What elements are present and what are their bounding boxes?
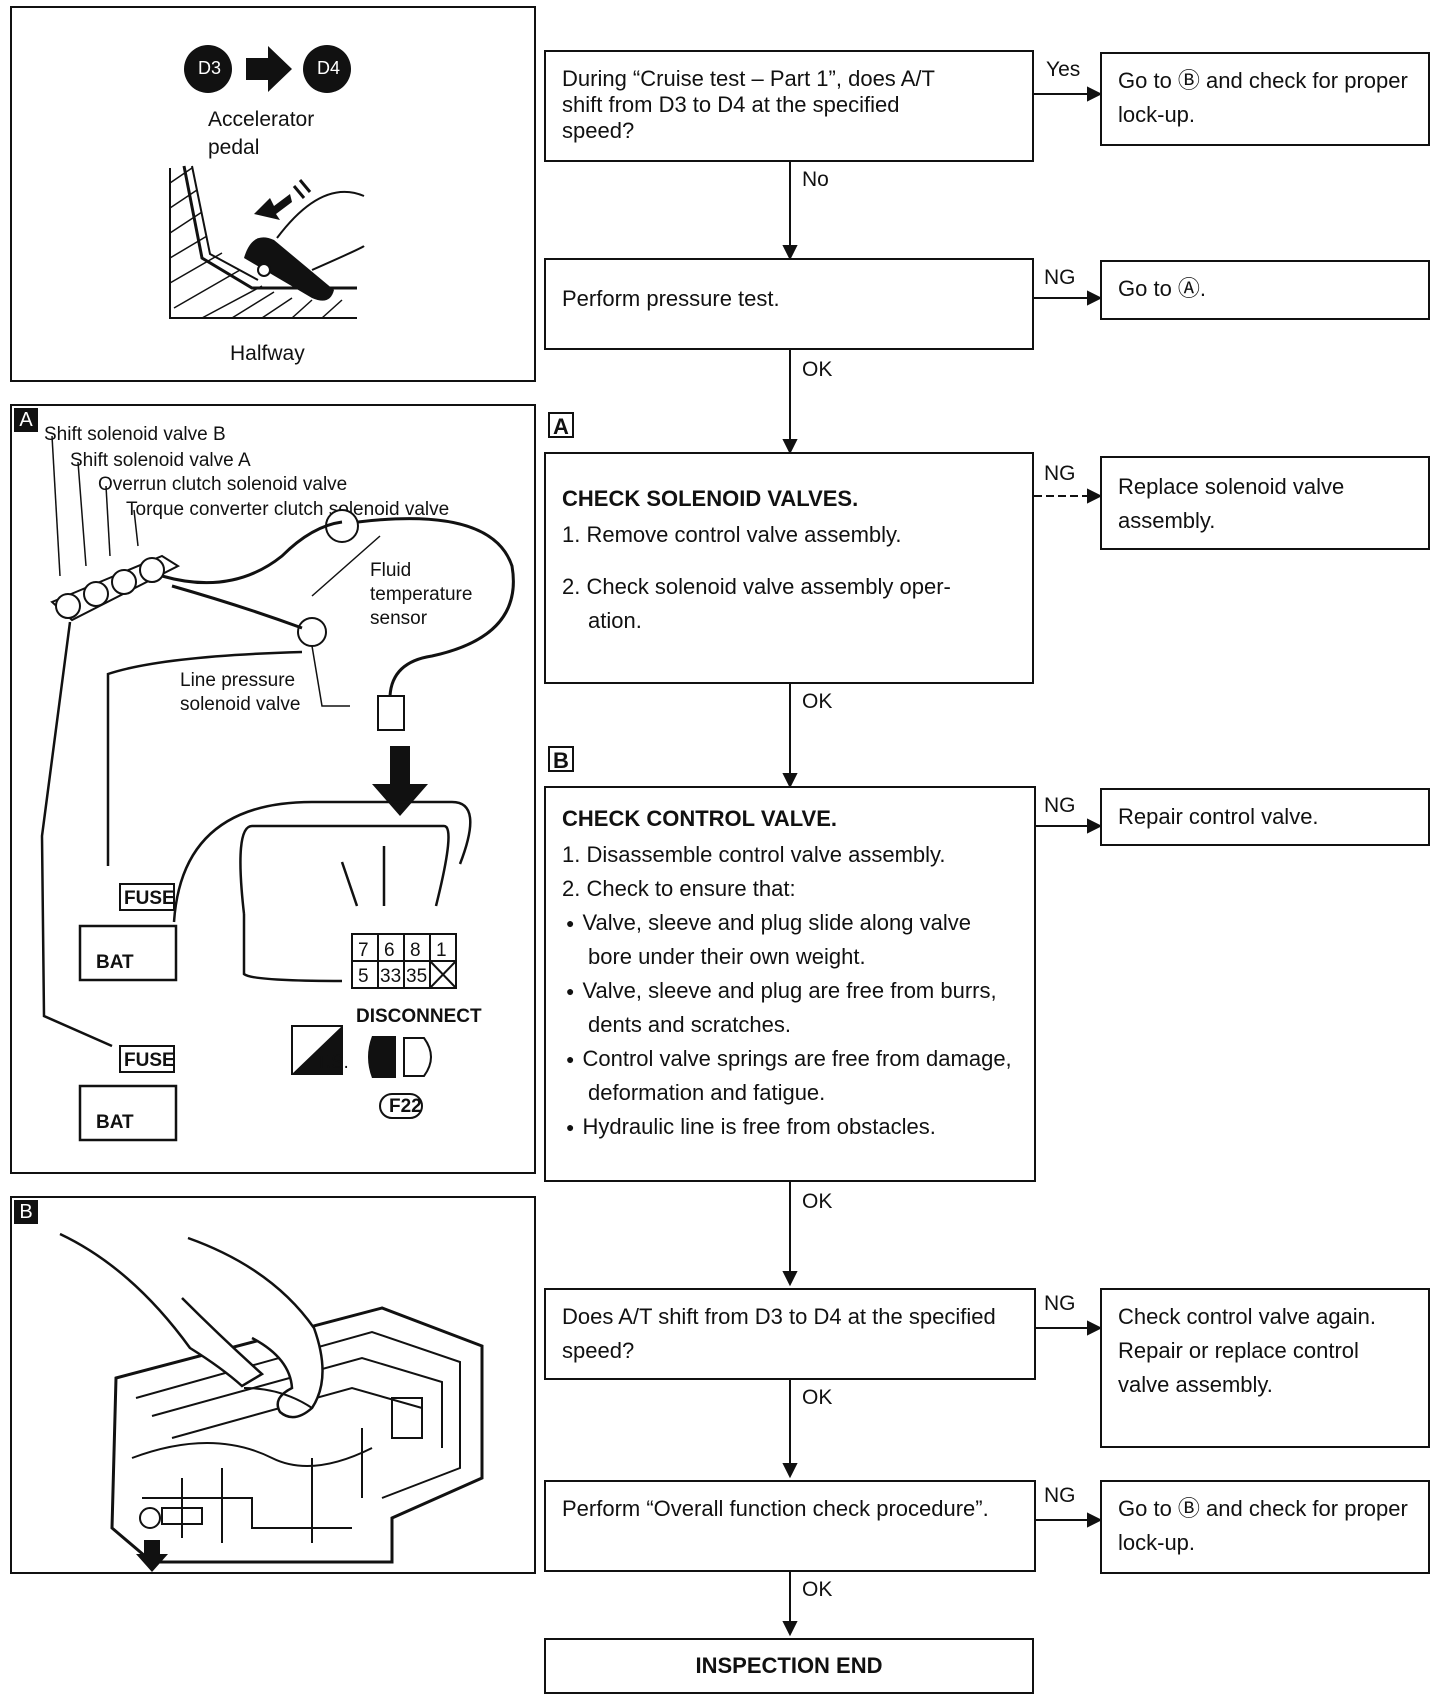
fluid-sensor-label-2: temperature	[370, 584, 473, 605]
step2-result-box: Go to Ⓐ.	[1100, 260, 1430, 320]
section-a-box: CHECK SOLENOID VALVES. 1. Remove control…	[544, 452, 1034, 684]
ts-label: T.S.	[316, 1052, 349, 1073]
step2-result-text: Go to Ⓐ.	[1118, 276, 1207, 301]
section-a-title: CHECK SOLENOID VALVES.	[562, 486, 859, 511]
fluid-sensor-label-3: sensor	[370, 608, 428, 629]
step6-ng-label: NG	[1044, 1484, 1076, 1507]
step1-no-label: No	[802, 168, 829, 191]
shift-solenoid-b-label: Shift solenoid valve B	[44, 424, 226, 445]
section-b-box: CHECK CONTROL VALVE. 1. Disassemble cont…	[544, 786, 1036, 1182]
step5-result-line-1: Check control valve again.	[1118, 1304, 1377, 1329]
step1-line-2: shift from D3 to D4 at the specified	[562, 92, 900, 117]
disconnect-label: DISCONNECT	[356, 1006, 482, 1027]
section-a-result-text: Replace solenoid valve assembly.	[1118, 474, 1345, 533]
section-b-result-box: Repair control valve.	[1100, 788, 1430, 846]
solenoid-figure: A Shift solenoid valve B Shift solenoid …	[10, 404, 536, 1174]
section-tag-b: B	[548, 746, 574, 773]
step2-box: Perform pressure test.	[544, 258, 1034, 350]
step5-result-line-2: Repair or replace control valve assembly…	[1118, 1338, 1359, 1397]
step5-ok-label: OK	[802, 1386, 833, 1409]
figure-tag-b: B	[14, 1200, 38, 1224]
section-tag-a: A	[548, 412, 574, 439]
pedal-label: pedal	[208, 136, 260, 159]
control-valve-illustration	[59, 1232, 484, 1572]
section-b-item-2: 2. Check to ensure that:	[562, 876, 796, 901]
step5-box: Does A/T shift from D3 to D4 at the spec…	[544, 1288, 1036, 1380]
section-b-ok-label: OK	[802, 1190, 833, 1213]
section-a-ok-label: OK	[802, 690, 833, 713]
step6-box: Perform “Overall function check procedur…	[544, 1480, 1036, 1572]
step1-box: During “Cruise test – Part 1”, does A/T …	[544, 50, 1034, 162]
conn-pin-33: 33	[380, 966, 401, 987]
section-b-result-text: Repair control valve.	[1118, 804, 1319, 829]
inspection-end-box: INSPECTION END	[544, 1638, 1034, 1694]
section-a-item-2b: ation.	[588, 608, 642, 633]
figure-tag-a: A	[14, 408, 38, 432]
conn-pin-6: 6	[384, 940, 395, 961]
fuse-label-2: FUSE	[124, 1050, 175, 1071]
d3-label: D3	[198, 58, 222, 78]
d4-label: D4	[317, 58, 341, 78]
step1-yes-label: Yes	[1046, 58, 1081, 81]
step2-ok-label: OK	[802, 358, 833, 381]
conn-pin-5: 5	[358, 966, 369, 987]
fluid-sensor-label-1: Fluid	[370, 560, 412, 581]
pedal-figure: D3 D4 Accelerator pedal Halfway	[10, 6, 536, 382]
step1-result-text: Go to Ⓑ and check for proper lock-up.	[1118, 68, 1408, 127]
halfway-label: Halfway	[230, 342, 305, 365]
step5-ng-label: NG	[1044, 1292, 1076, 1315]
section-b-bullet: Hydraulic line is free from obstacles.	[562, 1110, 1018, 1144]
conn-pin-7: 7	[358, 940, 369, 961]
step1-result-box: Go to Ⓑ and check for proper lock-up.	[1100, 52, 1430, 146]
line-pressure-label-2: solenoid valve	[180, 694, 301, 715]
step2-ng-label: NG	[1044, 266, 1076, 289]
wiring-diagram: FUSE BAT FUSE BAT 7 6 8 1 5 33 35 T.S. D…	[40, 435, 515, 1142]
section-b-bullet: Control valve springs are free from dama…	[562, 1042, 1018, 1110]
conn-pin-1: 1	[436, 940, 447, 961]
section-a-item-1: 1. Remove control valve assembly.	[562, 522, 902, 547]
pedal-illustration	[169, 45, 365, 319]
fuse-label-1: FUSE	[124, 888, 175, 909]
section-a-ng-label: NG	[1044, 462, 1076, 485]
section-b-ng-label: NG	[1044, 794, 1076, 817]
tcc-solenoid-label: Torque converter clutch solenoid valve	[126, 499, 450, 520]
line-pressure-label-1: Line pressure	[180, 670, 296, 691]
section-a-item-2: 2. Check solenoid valve assembly oper-	[562, 574, 951, 599]
step6-result-text: Go to Ⓑ and check for proper lock-up.	[1118, 1496, 1408, 1555]
conn-pin-35: 35	[406, 966, 427, 987]
step2-text: Perform pressure test.	[562, 286, 780, 311]
step1-line-3: speed?	[562, 118, 635, 143]
section-b-title: CHECK CONTROL VALVE.	[562, 806, 838, 831]
step6-ok-label: OK	[802, 1578, 833, 1601]
accelerator-label: Accelerator	[208, 108, 315, 131]
step5-text: Does A/T shift from D3 to D4 at the spec…	[562, 1304, 996, 1363]
shift-solenoid-a-label: Shift solenoid valve A	[70, 450, 251, 471]
section-b-bullet: Valve, sleeve and plug slide along valve…	[562, 906, 1018, 974]
section-b-bullet: Valve, sleeve and plug are free from bur…	[562, 974, 1018, 1042]
f22-label: F22	[389, 1096, 422, 1117]
step6-text: Perform “Overall function check procedur…	[562, 1496, 989, 1521]
section-a-result-box: Replace solenoid valve assembly.	[1100, 456, 1430, 550]
step5-result-box: Check control valve again. Repair or rep…	[1100, 1288, 1430, 1448]
overrun-solenoid-label: Overrun clutch solenoid valve	[98, 474, 348, 495]
control-valve-figure: B	[10, 1196, 536, 1574]
conn-pin-8: 8	[410, 940, 421, 961]
step6-result-box: Go to Ⓑ and check for proper lock-up.	[1100, 1480, 1430, 1574]
step1-line-1: During “Cruise test – Part 1”, does A/T	[562, 66, 935, 91]
battery-label-2: BAT	[96, 1112, 134, 1133]
section-b-item-1: 1. Disassemble control valve assembly.	[562, 842, 946, 867]
battery-label-1: BAT	[96, 952, 134, 973]
